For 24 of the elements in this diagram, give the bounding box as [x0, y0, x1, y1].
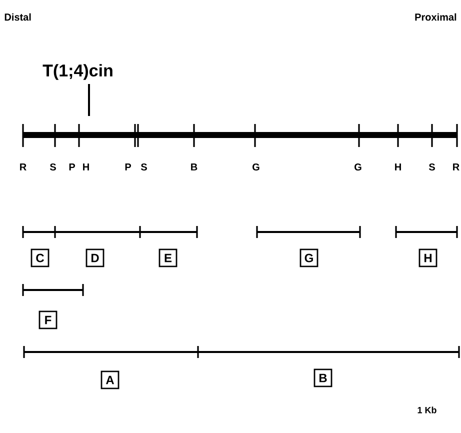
scale-label: 1 Kb [418, 406, 436, 414]
site-label: R [20, 164, 26, 170]
fragment-box: A [100, 370, 120, 390]
fragment-box: H [418, 248, 438, 268]
translocation-label: T(1;4)cin [42, 64, 112, 80]
fragment-box: F [38, 310, 58, 330]
site-label: P [69, 164, 75, 170]
site-label: S [140, 163, 147, 171]
site-label: R [453, 164, 460, 170]
site-label: H [83, 164, 89, 170]
fragment-box: C [30, 248, 50, 268]
site-label: B [191, 164, 198, 170]
site-label: G [354, 163, 362, 171]
site-label: G [252, 163, 260, 171]
fragment-box: E [158, 248, 178, 268]
site-label: S [50, 163, 56, 171]
end-label: Proximal [415, 13, 456, 21]
end-label: Distal [4, 13, 31, 21]
site-label: P [125, 164, 131, 170]
fragment-box: B [314, 368, 332, 388]
fragment-box: D [86, 248, 104, 268]
fragment-box: G [300, 248, 318, 268]
site-label: S [428, 163, 435, 171]
site-label: H [395, 164, 401, 170]
